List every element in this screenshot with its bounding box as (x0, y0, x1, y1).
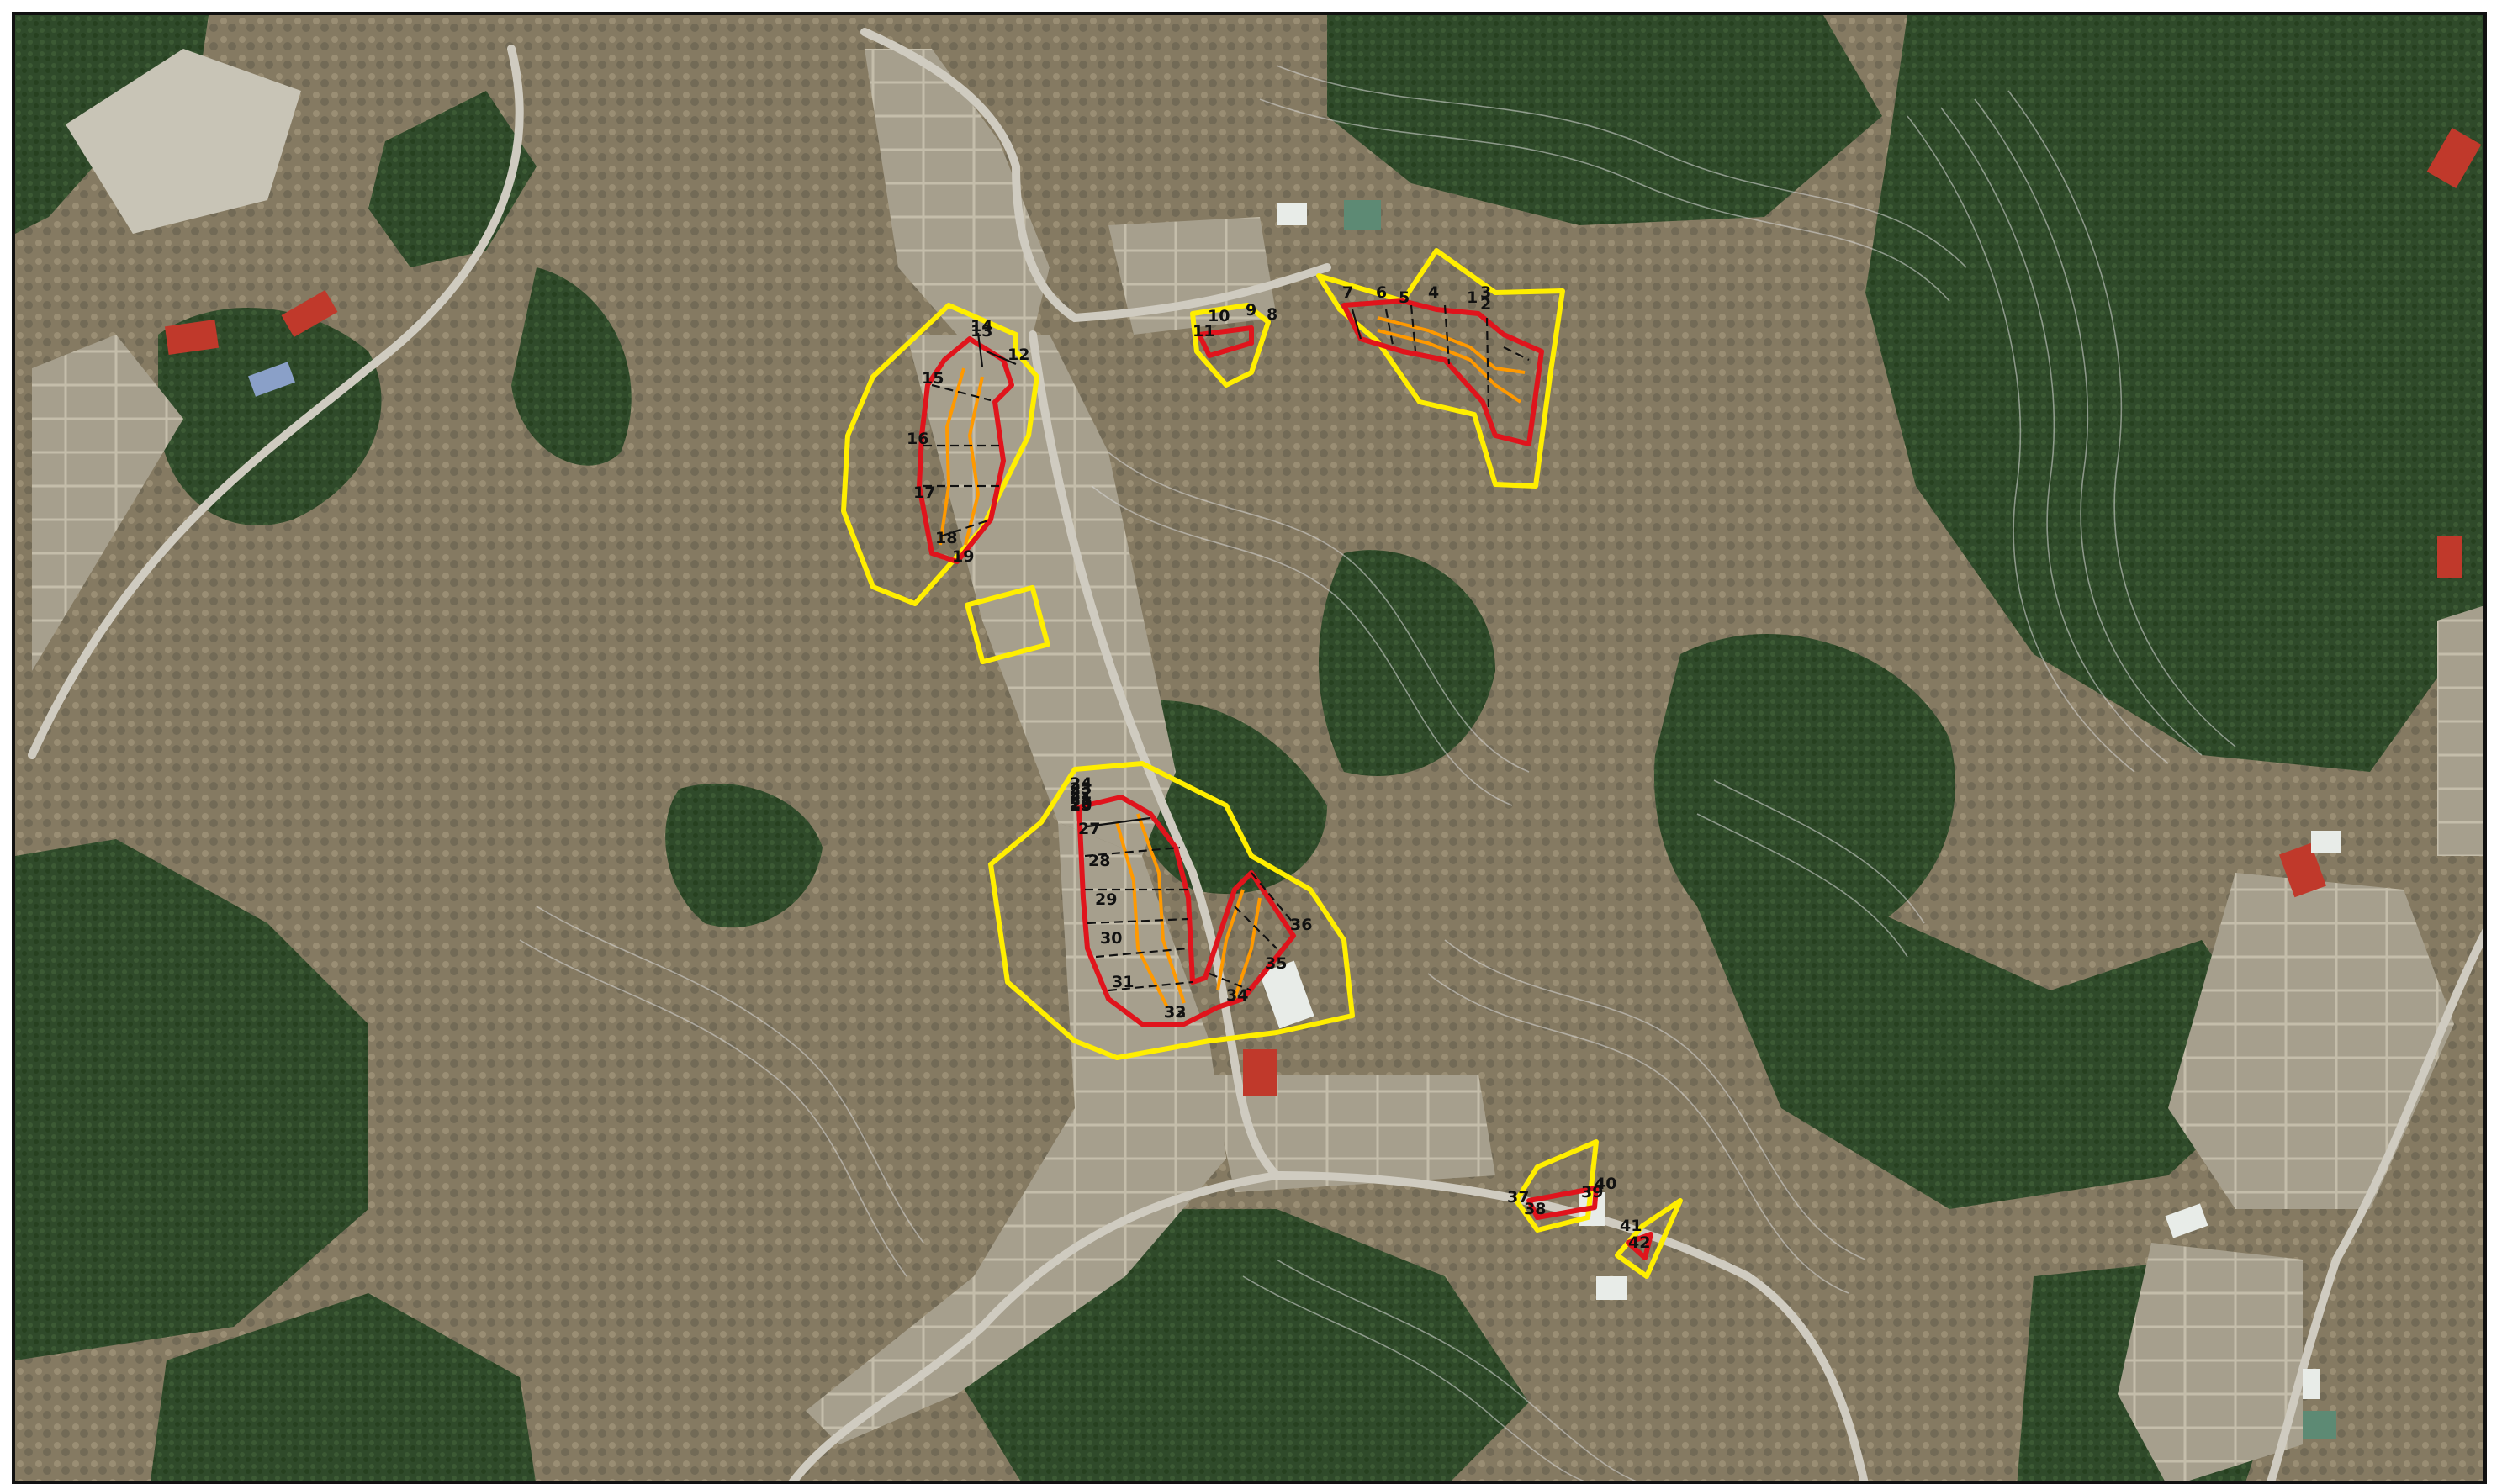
section-label-2: 2 (1480, 295, 1491, 314)
section-label-18: 18 (935, 529, 957, 547)
section-label-34: 34 (1226, 986, 1248, 1005)
hazard-zone-a[interactable] (841, 303, 1039, 606)
section-label-35: 35 (1265, 954, 1287, 973)
section-lines (923, 304, 1530, 992)
section-label-3: 3 (1480, 283, 1491, 302)
section-label-7: 7 (1342, 283, 1353, 302)
aerial-map[interactable]: 1 2 3 4 5 6 7 8 9 10 11 12 13 14 15 16 1… (15, 15, 2487, 1484)
section-label-9: 9 (1246, 301, 1256, 320)
section-label-5: 5 (1399, 288, 1410, 307)
section-label-31: 31 (1112, 973, 1134, 991)
section-label-11: 11 (1193, 322, 1214, 341)
section-label-32: 32 (1164, 1003, 1186, 1022)
section-label-12: 12 (1008, 346, 1029, 364)
hazard-zone-g[interactable] (1615, 1198, 1683, 1279)
slope-outline-c[interactable] (1341, 298, 1544, 446)
section-label-1: 1 (1467, 288, 1478, 307)
hazard-zone-b[interactable] (965, 584, 1050, 665)
roads (28, 28, 2483, 1481)
hazard-zone-f[interactable] (1514, 1139, 1599, 1233)
section-label-30: 30 (1100, 929, 1122, 948)
forest-areas (15, 15, 2483, 1481)
slope-outlines[interactable] (917, 298, 1653, 1260)
section-label-22: 22 (1070, 784, 1092, 803)
hazard-zone-c[interactable] (1190, 303, 1271, 388)
contour-lines (519, 65, 2236, 1481)
section-label-33: 33 (1164, 1003, 1186, 1022)
section-label-14: 14 (971, 317, 992, 335)
section-label-41: 41 (1620, 1217, 1642, 1235)
section-labels: 1 2 3 4 5 6 7 8 9 10 11 12 13 14 15 16 1… (907, 283, 1650, 1252)
section-label-25: 25 (1070, 796, 1092, 815)
section-label-8: 8 (1267, 305, 1277, 324)
hazard-zone-e[interactable] (988, 761, 1355, 1060)
section-label-24: 24 (1070, 774, 1092, 793)
section-label-16: 16 (907, 430, 928, 448)
section-label-15: 15 (922, 369, 944, 388)
section-label-20: 20 (1070, 795, 1092, 813)
slope-outline-a[interactable] (917, 336, 1014, 564)
section-label-4: 4 (1428, 283, 1439, 302)
slope-outline-e[interactable] (1526, 1186, 1599, 1220)
section-label-6: 6 (1376, 283, 1387, 302)
section-label-40: 40 (1595, 1175, 1616, 1193)
section-label-21: 21 (1070, 790, 1092, 808)
buildings (164, 128, 2482, 1439)
section-label-28: 28 (1088, 852, 1110, 870)
slope-outline-b[interactable] (1197, 325, 1254, 358)
map-frame: 1 2 3 4 5 6 7 8 9 10 11 12 13 14 15 16 1… (12, 12, 2487, 1484)
section-label-13: 13 (971, 322, 992, 341)
section-label-39: 39 (1581, 1183, 1603, 1201)
section-label-19: 19 (952, 547, 974, 566)
slope-outline-d[interactable] (1076, 795, 1296, 1027)
section-label-10: 10 (1208, 307, 1230, 325)
slope-outline-f[interactable] (1626, 1232, 1653, 1260)
section-label-27: 27 (1078, 820, 1100, 838)
section-label-23: 23 (1070, 779, 1092, 798)
section-label-37: 37 (1507, 1188, 1529, 1207)
section-label-26: 26 (1070, 795, 1092, 813)
section-label-38: 38 (1524, 1200, 1546, 1218)
section-label-42: 42 (1628, 1233, 1650, 1252)
section-label-17: 17 (913, 483, 935, 502)
section-label-36: 36 (1290, 916, 1312, 934)
section-label-29: 29 (1095, 890, 1117, 909)
